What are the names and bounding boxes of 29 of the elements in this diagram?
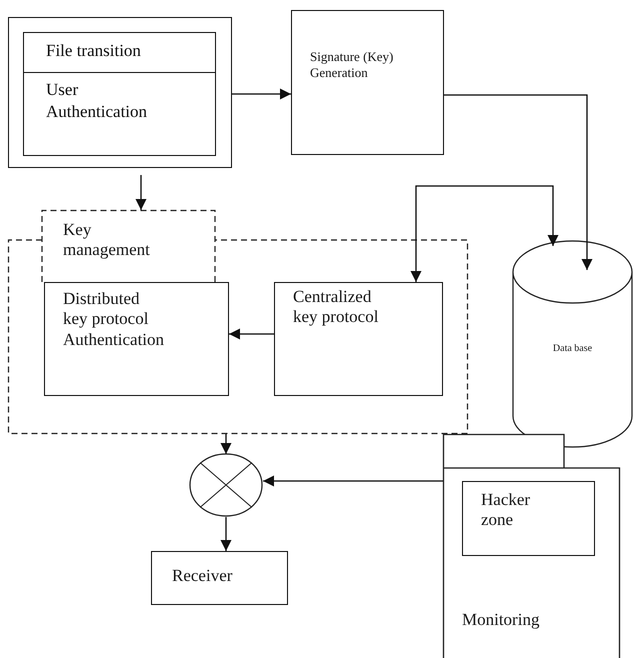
arrow <box>136 175 146 210</box>
node-label: Monitoring <box>462 610 540 630</box>
arrow <box>229 328 274 340</box>
node-label: Centralized key protocol <box>293 287 380 328</box>
node-label: Key management <box>63 220 151 261</box>
box-text: User Authentication <box>45 79 148 124</box>
process-box <box>462 481 595 556</box>
process-box <box>274 282 443 396</box>
arrow <box>263 476 443 486</box>
node-label: Hacker zone <box>481 490 532 531</box>
node-label: Distributed key protocol Authentication <box>63 289 166 350</box>
arrow <box>220 517 232 551</box>
database <box>512 240 633 448</box>
node-label: Data base <box>552 343 594 355</box>
monitoring-panel <box>443 434 620 658</box>
process-box <box>44 282 229 396</box>
process-box <box>8 17 232 168</box>
process-box <box>151 551 288 605</box>
arrow <box>220 434 232 454</box>
process-box <box>291 10 444 155</box>
summing-junction <box>189 453 263 517</box>
arrow <box>410 185 558 282</box>
arrow <box>444 94 592 270</box>
node-label: Receiver <box>172 566 234 586</box>
box-heading: File transition <box>24 33 215 73</box>
arrow <box>232 88 291 100</box>
node-label: Signature (Key) Generation <box>310 49 394 80</box>
process-box <box>23 32 216 156</box>
dashed-group <box>8 210 468 434</box>
